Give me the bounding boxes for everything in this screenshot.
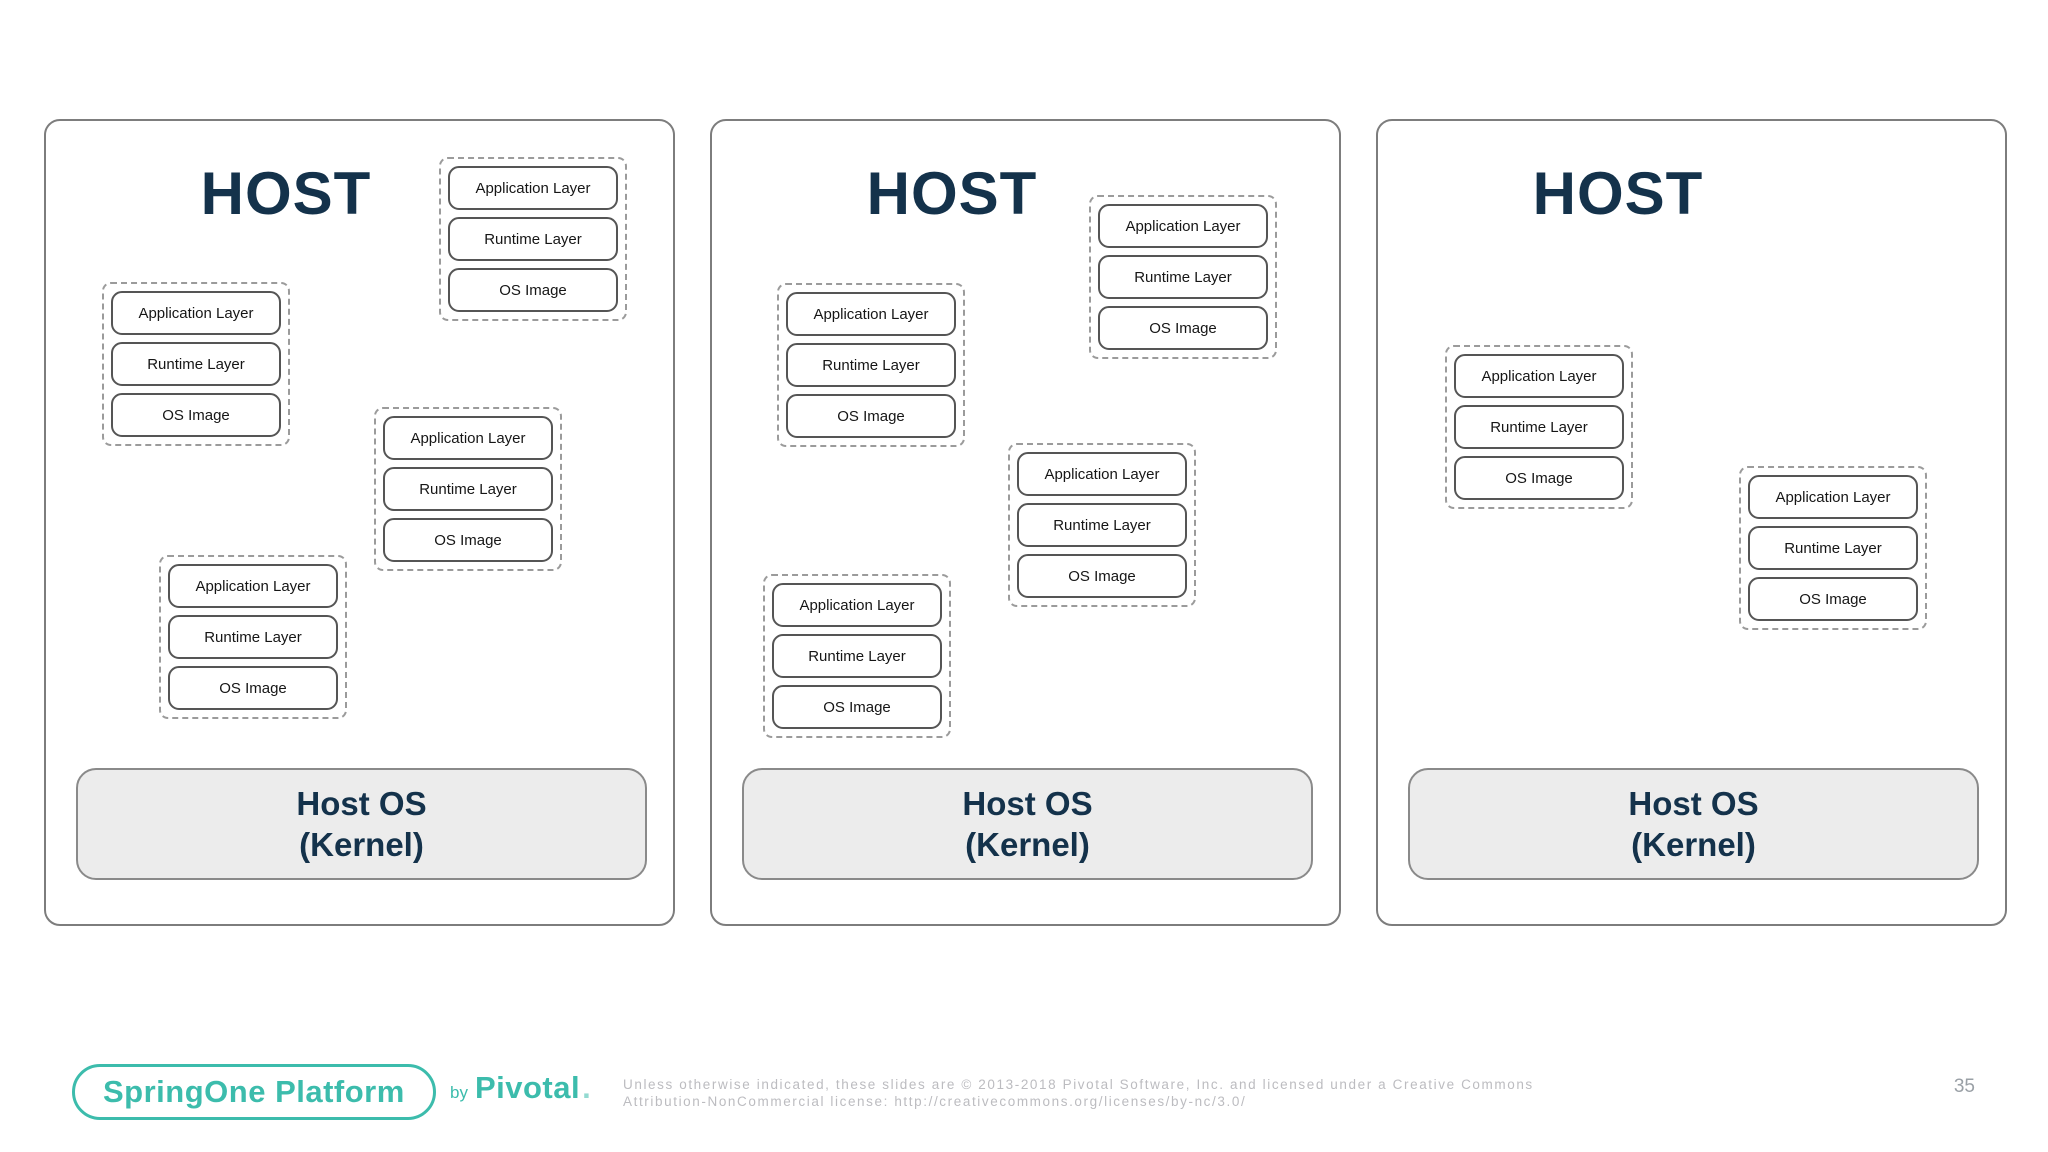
host-panel-1: HOST Application Layer Runtime Layer OS … [44,119,675,926]
runtime-layer-box: Runtime Layer [772,634,942,678]
by-label: by [450,1083,468,1102]
container-stack: Application Layer Runtime Layer OS Image [1008,443,1196,607]
container-stack: Application Layer Runtime Layer OS Image [102,282,290,446]
os-image-box: OS Image [772,685,942,729]
host-os-line1: Host OS [962,785,1093,822]
host-title: HOST [866,160,1038,227]
application-layer-box: Application Layer [772,583,942,627]
application-layer-box: Application Layer [1454,354,1624,398]
springone-platform-logo: SpringOne Platform [72,1064,436,1120]
springone-platform-logo-text: SpringOne Platform [103,1074,405,1109]
runtime-layer-box: Runtime Layer [168,615,338,659]
container-stack: Application Layer Runtime Layer OS Image [1739,466,1927,630]
license-line-1: Unless otherwise indicated, these slides… [623,1077,1534,1092]
application-layer-box: Application Layer [1017,452,1187,496]
runtime-layer-box: Runtime Layer [1017,503,1187,547]
host-os-line1: Host OS [296,785,427,822]
runtime-layer-box: Runtime Layer [448,217,618,261]
page-number: 35 [1953,1076,1975,1097]
os-image-box: OS Image [1098,306,1268,350]
application-layer-box: Application Layer [1748,475,1918,519]
runtime-layer-box: Runtime Layer [786,343,956,387]
pivotal-brand-dot: . [582,1070,591,1105]
os-image-box: OS Image [383,518,553,562]
host-panel-3: HOST Application Layer Runtime Layer OS … [1376,119,2007,926]
application-layer-box: Application Layer [168,564,338,608]
os-image-box: OS Image [168,666,338,710]
os-image-box: OS Image [1017,554,1187,598]
runtime-layer-box: Runtime Layer [1748,526,1918,570]
os-image-box: OS Image [786,394,956,438]
container-stack: Application Layer Runtime Layer OS Image [1445,345,1633,509]
host-title: HOST [200,160,372,227]
by-pivotal-brand: by Pivotal . [450,1070,591,1106]
host-os-line2: (Kernel) [965,826,1090,863]
host-os-line2: (Kernel) [1631,826,1756,863]
pivotal-brand: Pivotal [474,1070,581,1105]
application-layer-box: Application Layer [448,166,618,210]
container-stack: Application Layer Runtime Layer OS Image [439,157,627,321]
os-image-box: OS Image [1748,577,1918,621]
container-stack: Application Layer Runtime Layer OS Image [763,574,951,738]
runtime-layer-box: Runtime Layer [1454,405,1624,449]
runtime-layer-box: Runtime Layer [111,342,281,386]
host-panel-2: HOST Application Layer Runtime Layer OS … [710,119,1341,926]
host-os-kernel-box: Host OS (Kernel) [742,768,1313,880]
runtime-layer-box: Runtime Layer [1098,255,1268,299]
host-os-line2: (Kernel) [299,826,424,863]
container-stack: Application Layer Runtime Layer OS Image [777,283,965,447]
application-layer-box: Application Layer [1098,204,1268,248]
host-os-kernel-box: Host OS (Kernel) [1408,768,1979,880]
os-image-box: OS Image [448,268,618,312]
application-layer-box: Application Layer [383,416,553,460]
application-layer-box: Application Layer [111,291,281,335]
os-image-box: OS Image [1454,456,1624,500]
os-image-box: OS Image [111,393,281,437]
host-os-kernel-box: Host OS (Kernel) [76,768,647,880]
license-line-2: Attribution-NonCommercial license: http:… [623,1094,1247,1109]
runtime-layer-box: Runtime Layer [383,467,553,511]
application-layer-box: Application Layer [786,292,956,336]
container-stack: Application Layer Runtime Layer OS Image [159,555,347,719]
container-stack: Application Layer Runtime Layer OS Image [1089,195,1277,359]
license-text: Unless otherwise indicated, these slides… [623,1076,1534,1110]
container-stack: Application Layer Runtime Layer OS Image [374,407,562,571]
host-os-line1: Host OS [1628,785,1759,822]
host-title: HOST [1532,160,1704,227]
